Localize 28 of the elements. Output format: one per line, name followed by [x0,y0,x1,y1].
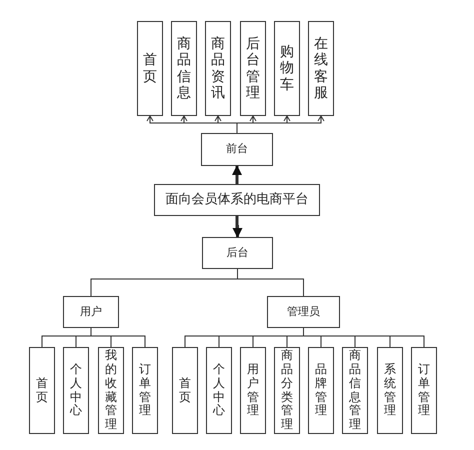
function-box: 订单管理 [411,347,437,434]
menu-box: 商品信息 [171,21,197,116]
function-box: 商品分类管理 [274,347,300,434]
menu-box: 在线客服 [308,21,334,116]
connector-line [303,328,424,348]
function-box: 用户管理 [240,347,266,434]
menu-box: 购物车 [274,21,300,116]
connector-line [90,328,146,348]
menu-box: 首页 [137,21,163,116]
role-box: 管理员 [267,296,340,328]
platform-box: 面向会员体系的电商平台 [154,184,320,216]
function-box: 首页 [29,347,55,434]
function-box: 系统管理 [377,347,403,434]
module-box: 前台 [201,133,273,166]
menu-box: 后台管理 [240,21,266,116]
connector-line [237,268,304,296]
menu-box: 商品资讯 [205,21,231,116]
function-box: 商品信息管理 [342,347,368,434]
role-box: 用户 [63,296,119,328]
arrow [232,165,242,184]
module-box: 后台 [202,237,273,269]
function-box: 个人中心 [63,347,89,434]
function-box: 订单管理 [132,347,158,434]
function-box: 品牌管理 [308,347,334,434]
function-box: 我的收藏管理 [98,347,124,434]
arrow [232,216,242,238]
function-box: 个人中心 [206,347,232,434]
function-box: 首页 [172,347,198,434]
